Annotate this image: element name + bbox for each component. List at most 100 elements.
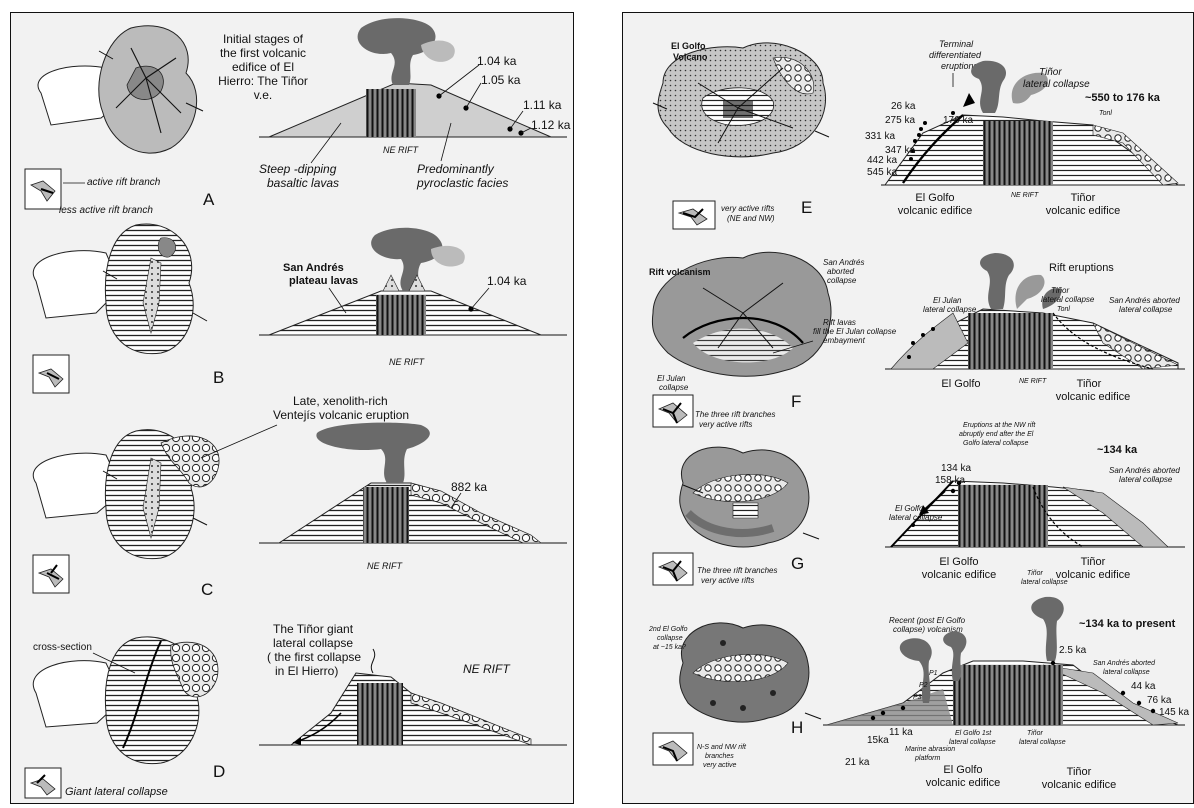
title-c-l2: Ventejís volcanic eruption [273, 408, 409, 422]
pyro-a-l1: Predominantly [417, 162, 495, 176]
age-c: 882 ka [451, 480, 487, 494]
age-g-158: 158 ka [935, 475, 965, 486]
eruptions-g-l2: abruptly end after the El [959, 431, 1034, 438]
rift-dikes-e [983, 121, 1053, 185]
tonl-e: Tonl [1099, 110, 1112, 117]
age-e-331: 331 ka [865, 131, 895, 142]
tinor-h-l1: Tiñor [1067, 766, 1092, 778]
panel-letter-h: H [791, 718, 803, 737]
julan-f-l1: El Julan [657, 374, 686, 383]
rift-dikes-g [958, 485, 1048, 547]
sa-aborted-f-l1: San Andrés aborted [1109, 296, 1180, 305]
inset-f-l1: The three rift branches [695, 410, 775, 419]
golfo-lat-g-l2: lateral collapse [889, 513, 943, 522]
rift-label-e: NE RIFT [1011, 192, 1039, 199]
panel-h: 2nd El Golfo collapse at ~15 ka? N-S and… [648, 597, 1189, 791]
title-a-l4: Hierro: The Tiñor [218, 74, 308, 88]
tinor-e-l2: volcanic edifice [1046, 205, 1121, 217]
second-h-l1: 2nd El Golfo [648, 626, 688, 633]
pyro-a-l2: pyroclastic facies [416, 176, 508, 190]
age-e-442: 442 ka [867, 155, 897, 166]
steep-a-l2: basaltic lavas [267, 176, 339, 190]
title-d-l2: lateral collapse [273, 636, 353, 650]
panel-c: Late, xenolith-rich Ventejís volcanic er… [33, 394, 567, 599]
inset-h-l3: very active [703, 762, 737, 769]
sanandres-f-l3: collapse [827, 276, 857, 285]
panel-d: cross-section Giant lateral collapse The… [25, 622, 567, 798]
terminal-l2: differentiated [929, 50, 982, 60]
cross-section-label: cross-section [33, 642, 92, 653]
age-h-15: 15ka [867, 735, 889, 746]
left-panel: Initial stages of the first volcanic edi… [10, 12, 574, 804]
golfo-h-l1: El Golfo [943, 764, 982, 776]
age-e-26: 26 ka [891, 101, 916, 112]
rift-label-d: NE RIFT [463, 662, 511, 676]
julan-lat-l2: lateral collapse [923, 305, 977, 314]
title-a-l1: Initial stages of [223, 32, 304, 46]
inset-e-l2: (NE and NW) [727, 214, 775, 223]
rift-label-a: NE RIFT [383, 145, 420, 155]
second-h-l3: at ~15 ka? [653, 644, 686, 651]
panel-letter-c: C [201, 580, 213, 599]
age-h-25: 2.5 ka [1059, 645, 1087, 656]
age-h-11: 11 ka [889, 727, 913, 738]
julan-f-l2: collapse [659, 383, 689, 392]
tinor-lat-g-l1: Tiñor [1027, 570, 1044, 577]
sanandres-f-l1: San Andrés [823, 258, 865, 267]
tinor-f-l1: Tiñor [1077, 378, 1102, 390]
golfo-lat-g-l1: El Golfo [895, 504, 924, 513]
age-e-176: 176 ka [943, 115, 973, 126]
panel-f: Rift volcanism San Andrés aborted collap… [649, 252, 1185, 429]
age-h-76: 76 ka [1147, 695, 1172, 706]
golfo-f: El Golfo [941, 378, 980, 390]
active-rift-label: active rift branch [87, 177, 161, 188]
range-h: ~134 ka to present [1079, 618, 1176, 630]
rift-dikes-h [953, 665, 1063, 725]
eruptions-g-l1: Eruptions at the NW rift [963, 422, 1036, 429]
riftlavas-l1: Rift lavas [823, 318, 856, 327]
age-g: ~134 ka [1097, 444, 1138, 456]
tinor-lat-f-l3: Tonl [1057, 306, 1070, 313]
inset-h-l1: N-S and NW rift [697, 744, 747, 751]
less-active-rift-label: less active rift branch [59, 205, 153, 216]
p3-label: P3 [913, 694, 922, 701]
rift-label-b: NE RIFT [389, 357, 426, 367]
p1-label: P1 [929, 670, 938, 677]
golfo-1st-l2: lateral collapse [949, 739, 996, 746]
sa-aborted-h-l2: lateral collapse [1103, 669, 1150, 676]
recent-h-l1: Recent (post El Golfo [889, 616, 966, 625]
age-h-21: 21 ka [845, 757, 870, 768]
title-a: Initial stages of the first volcanic edi… [218, 32, 308, 102]
right-panel: El Golfo Volcano very active rifts (NE a… [622, 12, 1194, 804]
rift-volcanism: Rift volcanism [649, 267, 711, 277]
panel-a: Initial stages of the first volcanic edi… [25, 18, 571, 216]
eruptions-g-l3: Golfo lateral collapse [963, 440, 1028, 447]
title-d-l4: in El Hierro) [275, 664, 338, 678]
sa-aborted-h-l1: San Andrés aborted [1093, 660, 1156, 667]
vent-zone-b [158, 238, 176, 258]
tinor-lat-h-l1: Tiñor [1027, 730, 1044, 737]
rift-dikes-f [968, 313, 1053, 369]
inset-h-l2: branches [705, 753, 734, 760]
panel-e: El Golfo Volcano very active rifts (NE a… [653, 39, 1185, 229]
plume-c [316, 423, 429, 483]
riftlavas-l2: fill the El Julan collapse [813, 327, 897, 336]
inset-e-l1: very active rifts [721, 204, 774, 213]
age-h-44: 44 ka [1131, 681, 1156, 692]
plateau-b-l2: plateau lavas [289, 275, 358, 287]
steep-a-l1: Steep -dipping [259, 162, 337, 176]
panel-b: 1.04 ka San Andrés plateau lavas NE RIFT… [33, 224, 567, 393]
title-a-l5: v.e. [254, 88, 272, 102]
plateau-b-l1: San Andrés [283, 262, 344, 274]
panel-letter-d: D [213, 762, 225, 781]
title-d-l3: ( the first collapse [267, 650, 361, 664]
golfo-g-l2: volcanic edifice [922, 569, 997, 581]
tinor-e-l1: Tiñor [1071, 192, 1096, 204]
golfo-h-l2: volcanic edifice [926, 777, 1001, 789]
age-e-545: 545 ka [867, 167, 897, 178]
rift-dikes-c [363, 487, 409, 543]
title-c-l1: Late, xenolith-rich [293, 394, 388, 408]
panel-g: The three rift branches very active rift… [653, 422, 1185, 586]
tinor-lat-f-l1: Tiñor [1051, 286, 1069, 295]
